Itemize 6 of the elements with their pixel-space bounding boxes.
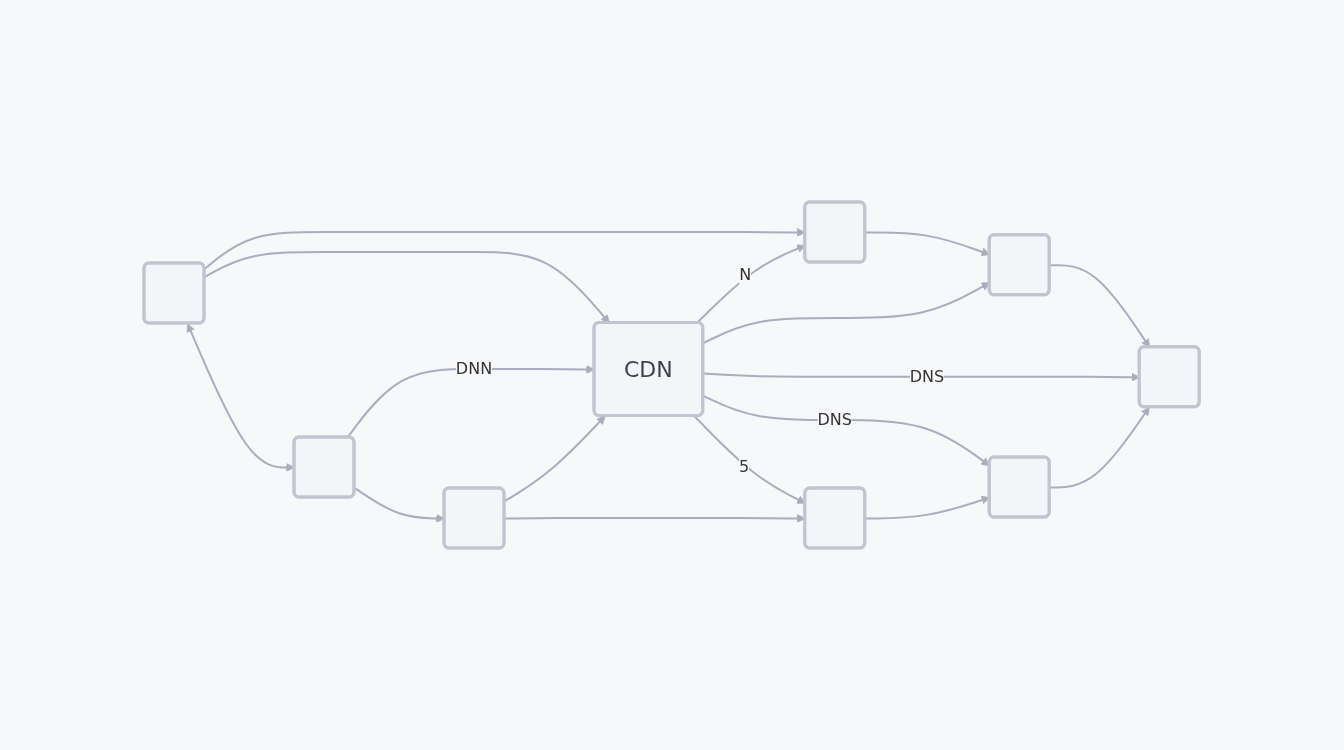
- edge-label: DNS: [910, 366, 945, 386]
- edge-label: DNS: [817, 410, 853, 429]
- edge-label: N: [739, 265, 752, 285]
- edge-label: DNN: [456, 359, 493, 378]
- edge-label: 5: [739, 457, 750, 477]
- arrow: [1049, 406, 1151, 489]
